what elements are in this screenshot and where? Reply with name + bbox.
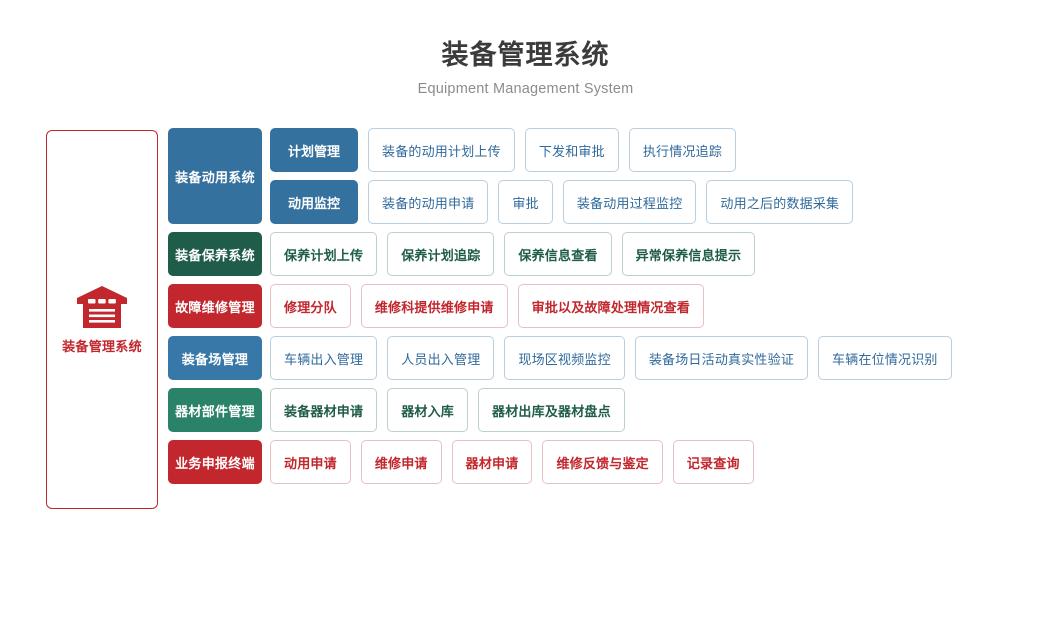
module-sub-row: 动用监控装备的动用申请审批装备动用过程监控动用之后的数据采集 <box>270 180 952 224</box>
module-sub-row: 装备器材申请器材入库器材出库及器材盘点 <box>270 388 952 432</box>
module-item-button[interactable]: 器材申请 <box>451 440 533 484</box>
module-item-button[interactable]: 车辆出入管理 <box>270 336 378 380</box>
group-label-button[interactable]: 器材部件管理 <box>168 388 262 432</box>
page-title: 装备管理系统 <box>441 40 610 70</box>
page-header: 装备管理系统 Equipment Management System <box>0 38 1051 100</box>
module-item-list: 保养计划上传保养计划追踪保养信息查看异常保养信息提示 <box>270 232 756 276</box>
module-item-button[interactable]: 下发和审批 <box>524 128 619 172</box>
group-label-button[interactable]: 装备动用系统 <box>168 128 262 224</box>
module-item-list: 装备的动用申请审批装备动用过程监控动用之后的数据采集 <box>368 180 854 224</box>
module-sub-row: 计划管理装备的动用计划上传下发和审批执行情况追踪 <box>270 128 952 172</box>
module-item-button[interactable]: 器材入库 <box>387 388 469 432</box>
module-group-row: 器材部件管理装备器材申请器材入库器材出库及器材盘点 <box>168 388 952 432</box>
module-group-row: 装备动用系统计划管理装备的动用计划上传下发和审批执行情况追踪动用监控装备的动用申… <box>168 128 952 224</box>
module-item-button[interactable]: 保养计划上传 <box>270 232 378 276</box>
module-item-list: 动用申请维修申请器材申请维修反馈与鉴定记录查询 <box>270 440 754 484</box>
module-item-button[interactable]: 装备场日活动真实性验证 <box>634 336 809 380</box>
module-item-button[interactable]: 装备的动用申请 <box>368 180 489 224</box>
root-system-label: 装备管理系统 <box>62 339 142 354</box>
module-item-button[interactable]: 异常保养信息提示 <box>621 232 756 276</box>
system-module-diagram: 装备动用系统计划管理装备的动用计划上传下发和审批执行情况追踪动用监控装备的动用申… <box>168 128 952 492</box>
group-body: 修理分队维修科提供维修申请审批以及故障处理情况查看 <box>270 284 952 328</box>
subgroup-label-button[interactable]: 计划管理 <box>270 128 358 172</box>
module-item-list: 装备的动用计划上传下发和审批执行情况追踪 <box>368 128 737 172</box>
module-group-row: 业务申报终端动用申请维修申请器材申请维修反馈与鉴定记录查询 <box>168 440 952 484</box>
group-body: 保养计划上传保养计划追踪保养信息查看异常保养信息提示 <box>270 232 952 276</box>
group-body: 动用申请维修申请器材申请维修反馈与鉴定记录查询 <box>270 440 952 484</box>
group-body: 车辆出入管理人员出入管理现场区视频监控装备场日活动真实性验证车辆在位情况识别 <box>270 336 952 380</box>
group-label-button[interactable]: 装备场管理 <box>168 336 262 380</box>
module-sub-row: 动用申请维修申请器材申请维修反馈与鉴定记录查询 <box>270 440 952 484</box>
module-item-list: 装备器材申请器材入库器材出库及器材盘点 <box>270 388 625 432</box>
subgroup-label-button[interactable]: 动用监控 <box>270 180 358 224</box>
page-subtitle: Equipment Management System <box>417 81 634 97</box>
module-item-button[interactable]: 审批 <box>498 180 553 224</box>
module-item-button[interactable]: 维修科提供维修申请 <box>360 284 508 328</box>
module-item-button[interactable]: 记录查询 <box>672 440 754 484</box>
module-group-row: 装备保养系统保养计划上传保养计划追踪保养信息查看异常保养信息提示 <box>168 232 952 276</box>
module-item-list: 车辆出入管理人员出入管理现场区视频监控装备场日活动真实性验证车辆在位情况识别 <box>270 336 952 380</box>
root-system-panel[interactable]: 装备管理系统 <box>46 130 158 509</box>
module-item-button[interactable]: 保养信息查看 <box>504 232 612 276</box>
module-item-button[interactable]: 装备的动用计划上传 <box>368 128 515 172</box>
group-label-button[interactable]: 业务申报终端 <box>168 440 262 484</box>
module-item-list: 修理分队维修科提供维修申请审批以及故障处理情况查看 <box>270 284 705 328</box>
module-sub-row: 保养计划上传保养计划追踪保养信息查看异常保养信息提示 <box>270 232 952 276</box>
module-group-row: 装备场管理车辆出入管理人员出入管理现场区视频监控装备场日活动真实性验证车辆在位情… <box>168 336 952 380</box>
module-item-button[interactable]: 车辆在位情况识别 <box>818 336 952 380</box>
group-label-button[interactable]: 故障维修管理 <box>168 284 262 328</box>
module-item-button[interactable]: 装备动用过程监控 <box>562 180 697 224</box>
group-body: 计划管理装备的动用计划上传下发和审批执行情况追踪动用监控装备的动用申请审批装备动… <box>270 128 952 224</box>
module-sub-row: 修理分队维修科提供维修申请审批以及故障处理情况查看 <box>270 284 952 328</box>
module-item-button[interactable]: 维修反馈与鉴定 <box>542 440 663 484</box>
module-item-button[interactable]: 动用之后的数据采集 <box>706 180 854 224</box>
module-item-button[interactable]: 执行情况追踪 <box>628 128 737 172</box>
module-group-row: 故障维修管理修理分队维修科提供维修申请审批以及故障处理情况查看 <box>168 284 952 328</box>
module-item-button[interactable]: 保养计划追踪 <box>387 232 495 276</box>
group-body: 装备器材申请器材入库器材出库及器材盘点 <box>270 388 952 432</box>
module-item-button[interactable]: 审批以及故障处理情况查看 <box>517 284 705 328</box>
module-item-button[interactable]: 修理分队 <box>270 284 351 328</box>
module-item-button[interactable]: 人员出入管理 <box>387 336 495 380</box>
module-sub-row: 车辆出入管理人员出入管理现场区视频监控装备场日活动真实性验证车辆在位情况识别 <box>270 336 952 380</box>
module-item-button[interactable]: 维修申请 <box>360 440 442 484</box>
module-item-button[interactable]: 装备器材申请 <box>270 388 378 432</box>
module-item-button[interactable]: 器材出库及器材盘点 <box>478 388 625 432</box>
module-item-button[interactable]: 现场区视频监控 <box>504 336 625 380</box>
module-item-button[interactable]: 动用申请 <box>270 440 351 484</box>
group-label-button[interactable]: 装备保养系统 <box>168 232 262 276</box>
warehouse-icon <box>75 284 129 330</box>
